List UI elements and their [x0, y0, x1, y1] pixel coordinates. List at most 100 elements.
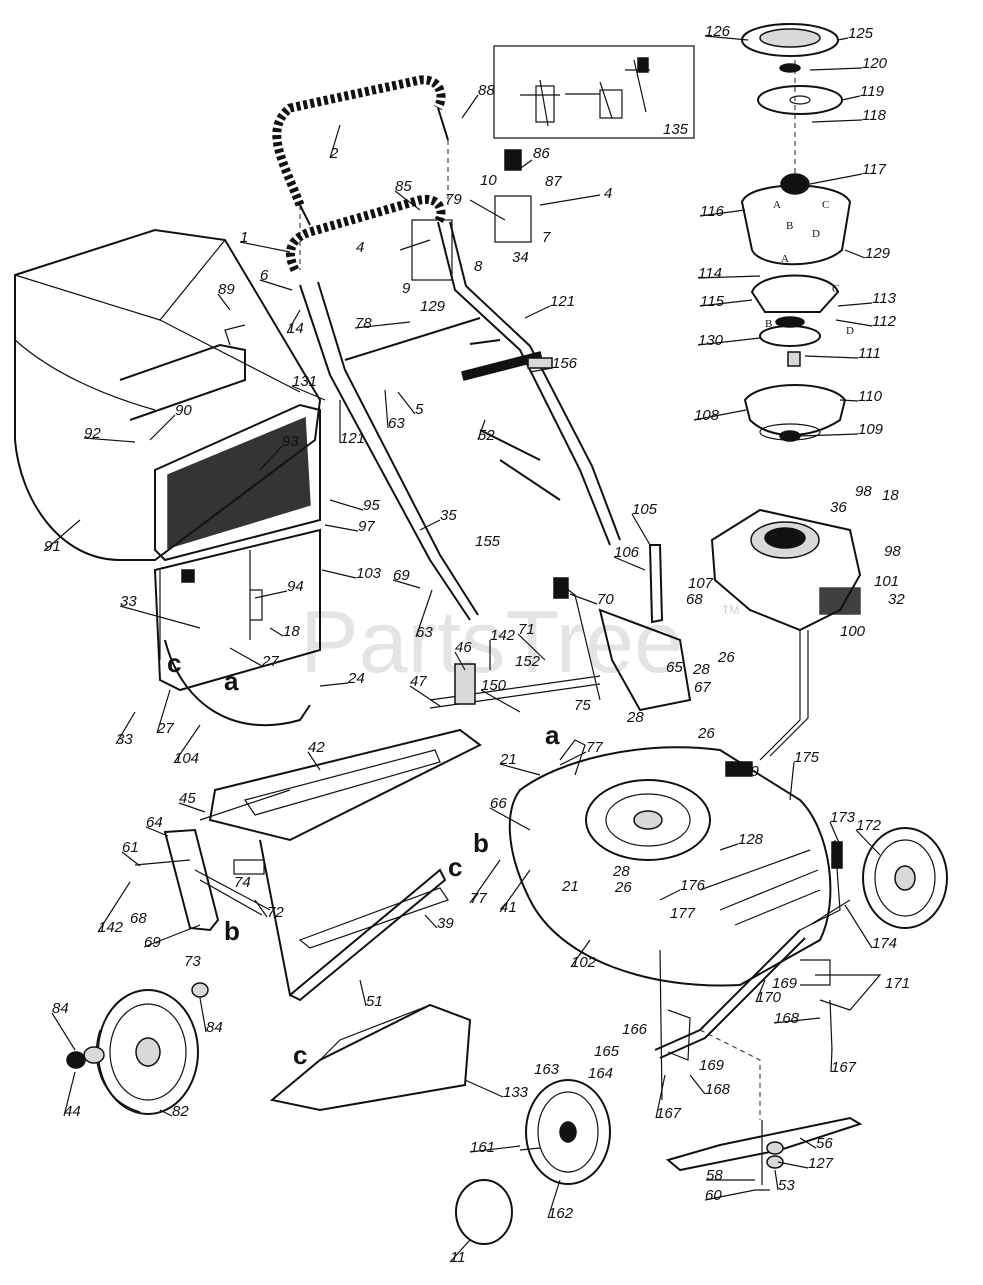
- part-number-label: 28: [692, 661, 710, 678]
- part-number-label: 130: [698, 332, 724, 349]
- part-number-label: 129: [865, 245, 891, 262]
- part-number-label: 67: [694, 679, 711, 696]
- part-number-label: 28: [612, 863, 630, 880]
- part-number-label: 63: [416, 624, 433, 641]
- part-number-label: 168: [774, 1010, 800, 1027]
- part-number-label: 41: [500, 899, 517, 916]
- part-number-label: 164: [588, 1065, 613, 1082]
- pulley-mark: C: [832, 283, 839, 295]
- part-number-label: 150: [481, 677, 507, 694]
- part-number-label: 156: [552, 355, 578, 372]
- part-number-label: 10: [480, 172, 497, 189]
- part-number-label: 70: [597, 591, 614, 608]
- pulley-mark: C: [822, 199, 829, 211]
- part-number-label: 5: [415, 401, 424, 418]
- part-number-label: 68: [686, 591, 703, 608]
- part-number-label: 106: [614, 544, 640, 561]
- part-number-label: 18: [283, 623, 300, 640]
- part-number-label: 28: [626, 709, 644, 726]
- reference-letter: a: [224, 666, 239, 696]
- part-number-label: 125: [848, 25, 874, 42]
- part-number-label: 152: [515, 653, 541, 670]
- part-number-label: 103: [356, 565, 382, 582]
- part-number-label: 44: [64, 1103, 81, 1120]
- part-number-label: 142: [490, 627, 516, 644]
- part-number-label: 32: [888, 591, 905, 608]
- part-number-label: 168: [705, 1081, 731, 1098]
- part-number-label: 174: [872, 935, 897, 952]
- part-number-label: 7: [542, 229, 551, 246]
- part-number-label: 89: [218, 281, 235, 298]
- part-number-label: 100: [840, 623, 866, 640]
- part-number-label: 56: [816, 1135, 833, 1152]
- bottom-shield: [269, 1003, 472, 1112]
- part-number-label: 74: [234, 874, 251, 891]
- part-number-label: 35: [440, 507, 457, 524]
- part-number-label: 115: [700, 293, 725, 310]
- part-number-label: 171: [885, 975, 910, 992]
- bag-frame: [119, 324, 321, 562]
- part-number-label: 84: [206, 1019, 223, 1036]
- part-number-label: 110: [858, 388, 883, 405]
- part-number-label: 95: [363, 497, 380, 514]
- part-number-label: 161: [470, 1139, 495, 1156]
- part-number-label: 177: [670, 905, 696, 922]
- part-number-label: 84: [52, 1000, 69, 1017]
- part-number-label: 135: [663, 121, 689, 138]
- part-number-label: 39: [437, 915, 454, 932]
- part-number-label: 33: [116, 731, 133, 748]
- part-number-label: 131: [292, 373, 317, 390]
- part-number-label: 64: [146, 814, 163, 831]
- part-number-label: 117: [862, 161, 887, 178]
- part-number-label: 47: [410, 673, 427, 690]
- part-number-label: 26: [614, 879, 632, 896]
- part-number-label: 42: [308, 739, 325, 756]
- part-number-label: 34: [512, 249, 529, 266]
- part-number-label: 118: [862, 107, 887, 124]
- part-number-label: 53: [778, 1177, 795, 1194]
- part-number-label: 176: [680, 877, 706, 894]
- pulley-mark: B: [786, 220, 793, 232]
- part-number-label: 52: [478, 427, 495, 444]
- part-number-label: 98: [855, 483, 872, 500]
- part-number-label: 127: [808, 1155, 834, 1172]
- leader-lines: [43, 35, 881, 1263]
- part-number-label: 90: [175, 402, 192, 419]
- part-number-label: 4: [356, 239, 364, 256]
- height-adjuster-rear: [429, 544, 692, 712]
- part-number-label: 68: [130, 910, 147, 927]
- part-number-label: 1: [240, 229, 248, 246]
- part-number-label: 102: [571, 954, 597, 971]
- part-number-label: 71: [518, 621, 535, 638]
- part-number-label: 66: [490, 795, 507, 812]
- rear-wheel: [66, 982, 209, 1115]
- part-number-label: 112: [872, 313, 897, 330]
- part-number-label: 65: [666, 659, 683, 676]
- reference-letter: a: [545, 720, 560, 750]
- part-number-label: 169: [772, 975, 798, 992]
- part-number-label: 167: [656, 1105, 682, 1122]
- front-wheel-right: [799, 827, 948, 931]
- rear-door: [153, 528, 321, 727]
- part-number-label: 9: [402, 280, 411, 297]
- part-number-label: 116: [700, 203, 725, 220]
- part-number-label: 78: [355, 315, 372, 332]
- part-number-label: 46: [455, 639, 472, 656]
- part-number-label: 97: [358, 518, 375, 535]
- grass-bag: [14, 228, 322, 561]
- pulley-mark: D: [846, 325, 854, 337]
- part-number-label: 60: [705, 1187, 722, 1204]
- reference-letter: b: [224, 916, 240, 946]
- part-number-label: 101: [874, 573, 899, 590]
- lower-handle: [286, 194, 621, 621]
- part-number-label: 98: [884, 543, 901, 560]
- part-number-label: 51: [366, 993, 383, 1010]
- reference-letter: c: [293, 1040, 307, 1070]
- part-number-label: 129: [420, 298, 446, 315]
- part-number-label: 142: [98, 919, 124, 936]
- part-number-label: 72: [267, 904, 284, 921]
- part-number-label: 120: [862, 55, 888, 72]
